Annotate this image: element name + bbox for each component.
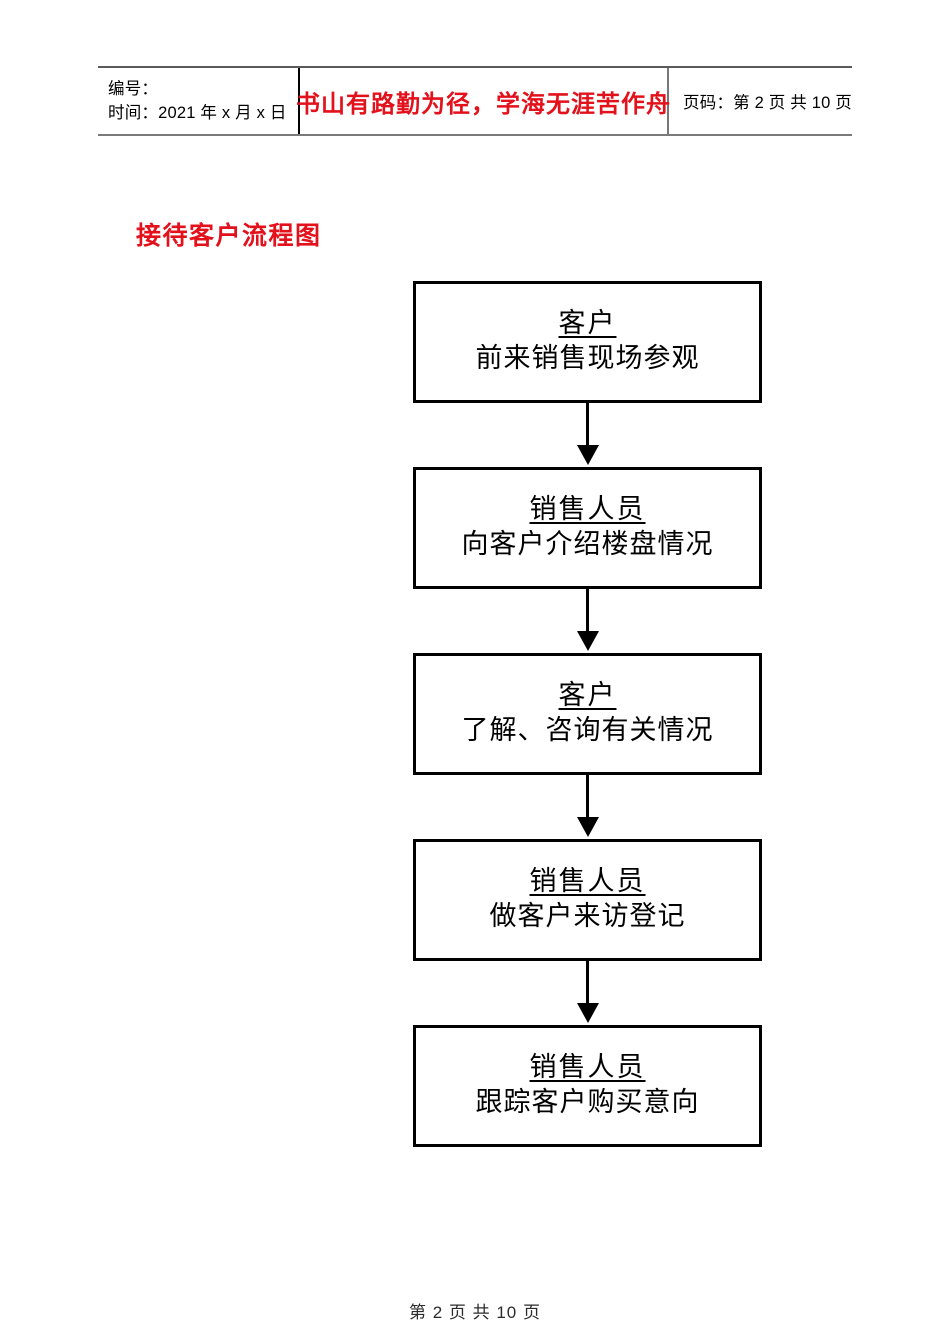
arrow-head-icon [576,817,599,837]
flow-node-action: 前来销售现场参观 [475,343,700,374]
flow-node-role: 销售人员 [529,494,646,525]
header-meta-cell: 编号： 时间：2021 年 x 月 x 日 [98,68,301,134]
page-header: 编号： 时间：2021 年 x 月 x 日 书山有路勤为径，学海无涯苦作舟 页码… [98,66,852,136]
arrow-head-icon [576,445,599,465]
flow-node-role: 销售人员 [529,866,646,897]
arrow-shaft [586,961,589,1009]
page-title: 接待客户流程图 [136,221,322,250]
flow-node-action: 跟踪客户购买意向 [475,1087,700,1118]
header-quote-cell: 书山有路勤为径，学海无涯苦作舟 [296,68,670,134]
flow-connector-arrow [413,589,762,653]
flow-node: 销售人员 向客户介绍楼盘情况 [413,467,762,589]
flow-connector-arrow [413,403,762,467]
header-number-label: 编号： [108,80,159,98]
flow-node: 销售人员 做客户来访登记 [413,839,762,961]
flow-node-action: 了解、咨询有关情况 [461,715,714,746]
flow-node-action: 做客户来访登记 [489,901,686,932]
header-pageinfo-cell: 页码：第 2 页 共 10 页 [669,68,852,134]
arrow-shaft [586,775,589,823]
arrow-shaft [586,403,589,451]
flow-connector-arrow [413,775,762,839]
arrow-head-icon [576,631,599,651]
flow-node: 客户 了解、咨询有关情况 [413,653,762,775]
footer-page-number: 第 2 页 共 10 页 [409,1303,541,1322]
flow-node-action: 向客户介绍楼盘情况 [461,529,714,560]
flow-node-role: 客户 [558,680,617,711]
flow-node: 销售人员 跟踪客户购买意向 [413,1025,762,1147]
flow-node-role: 销售人员 [529,1052,646,1083]
flowchart: 客户 前来销售现场参观 销售人员 向客户介绍楼盘情况 客户 了解、咨询有关情况 … [413,281,762,1147]
page-footer: 第 2 页 共 10 页 [0,1298,950,1323]
flow-node: 客户 前来销售现场参观 [413,281,762,403]
header-quote-text: 书山有路勤为径，学海无涯苦作舟 [296,88,672,118]
header-time-label: 时间：2021 年 x 月 x 日 [108,104,287,122]
flow-connector-arrow [413,961,762,1025]
flow-node-role: 客户 [558,308,617,339]
header-page-info: 页码：第 2 页 共 10 页 [683,94,852,112]
arrow-head-icon [576,1003,599,1023]
arrow-shaft [586,589,589,637]
